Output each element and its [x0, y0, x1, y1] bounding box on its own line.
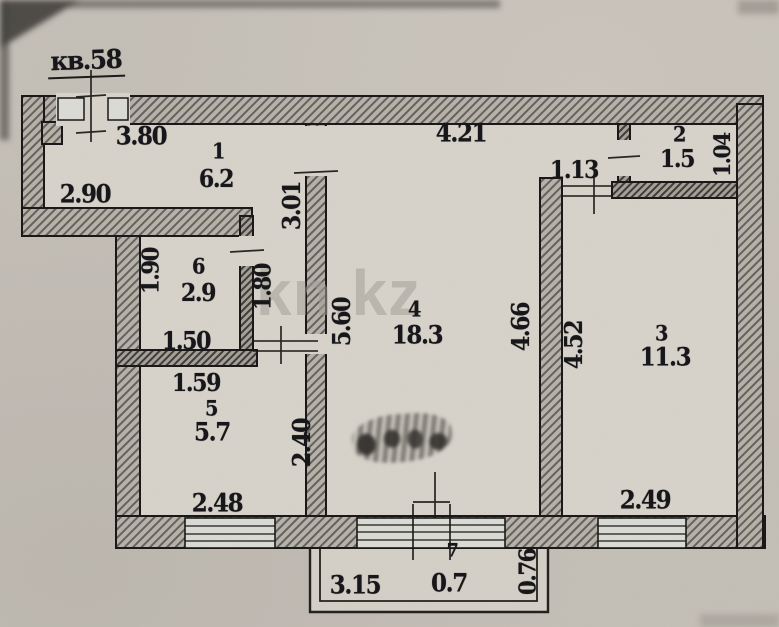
dim-kitchen-side: 2.40: [287, 418, 316, 468]
room-bathroom-area: 2.9: [180, 278, 217, 307]
room-living-number: 4: [407, 296, 421, 322]
dim-hall-top: 3.80: [115, 121, 168, 151]
dim-hall-left: 2.90: [59, 179, 112, 209]
room-wc-area: 1.5: [659, 144, 696, 173]
room-bathroom-number: 6: [191, 253, 205, 279]
room-bedroom-number: 3: [654, 320, 668, 346]
dim-living-right: 4.66: [506, 302, 535, 352]
room-balcony-number: 7: [446, 539, 459, 562]
dim-wc-side: 1.04: [710, 133, 736, 177]
room-bedroom-area: 11.3: [639, 342, 692, 372]
room-living-area: 18.3: [391, 320, 444, 350]
room-hallway-number: 1: [211, 138, 225, 164]
room-kitchen-area: 5.7: [194, 417, 231, 447]
room-wc-number: 2: [672, 121, 686, 147]
room-balcony-area: 0.7: [431, 568, 468, 598]
dim-bedroom-window: 2.49: [619, 485, 672, 515]
dim-kitchen-top: 1.59: [171, 368, 222, 397]
dim-living-top: 4.21: [435, 118, 488, 148]
dim-corridor: 1.80: [249, 263, 277, 311]
dim-bathroom-side: 1.90: [137, 247, 165, 295]
site-watermark: kn.kz: [256, 257, 422, 329]
dim-balcony-width: 3.15: [329, 570, 382, 600]
dim-living-left: 5.60: [327, 297, 356, 347]
dim-bedroom-left: 4.52: [559, 320, 588, 370]
room-kitchen-number: 5: [204, 395, 218, 421]
room-hallway-area: 6.2: [198, 164, 235, 193]
apartment-number-label: кв.58: [47, 45, 125, 80]
dim-kitchen-window: 2.48: [191, 488, 244, 518]
dim-bathroom-width: 1.50: [161, 326, 212, 355]
dim-balcony-depth: 0.76: [514, 548, 542, 596]
dim-hall-living-wall: 3.01: [277, 181, 306, 231]
dim-nook-width: 1.13: [549, 155, 600, 184]
